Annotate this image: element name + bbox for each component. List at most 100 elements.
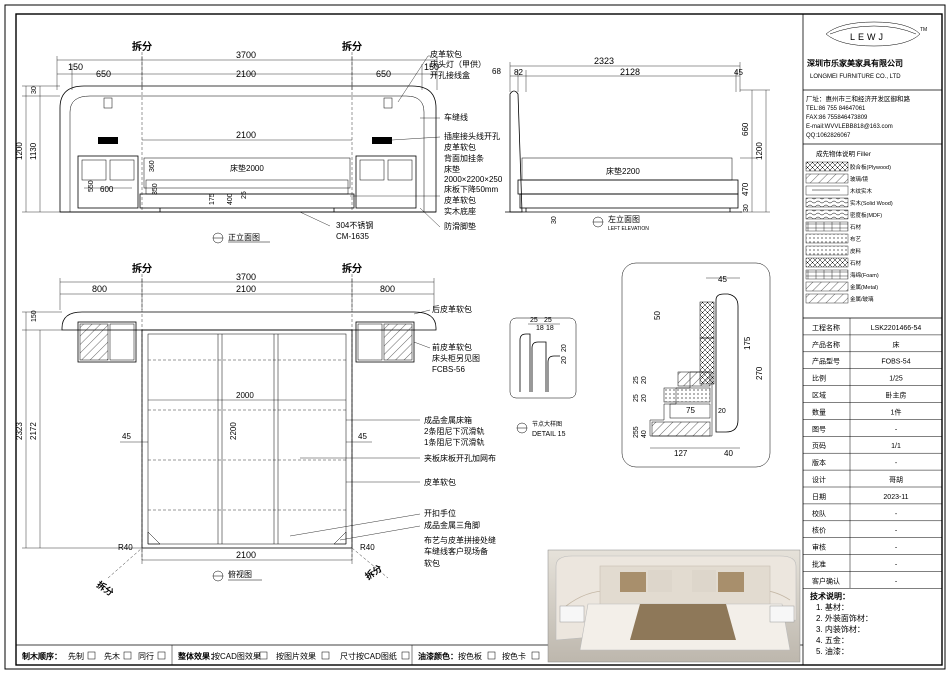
info-value: 哥胡 <box>889 475 903 484</box>
dim-text: 175 <box>209 193 216 205</box>
callout-text: 前皮革软包 <box>432 342 472 352</box>
info-key: 页码 <box>812 442 826 450</box>
dim-text: 1200 <box>15 142 24 160</box>
dim-text: 2323 <box>594 56 614 66</box>
dim-text: 650 <box>96 69 111 79</box>
front-callouts: 皮革软包 床头灯（甲供） 开孔接线盒 车缝线 插座接头线开孔 皮革软包 背面加挂… <box>299 49 503 241</box>
split-label: 拆分 <box>363 562 385 582</box>
company-logo-icon <box>825 21 921 47</box>
option-checkbox[interactable] <box>259 651 268 660</box>
dim-text: 30 <box>31 86 38 94</box>
info-key: 数量 <box>812 407 826 416</box>
info-key: 校队 <box>812 509 826 518</box>
info-value: 2023-11 <box>883 494 908 501</box>
dim-text: R40 <box>118 543 133 552</box>
split-label: 拆分 <box>132 40 152 53</box>
product-render <box>547 549 801 663</box>
note-line: 1. 基材： <box>816 602 849 612</box>
callout-text: 成品金属三角脚 <box>424 520 480 530</box>
info-value: - <box>895 562 898 569</box>
company-name-en: LONGMEI FURNITURE CO., LTD <box>810 74 901 80</box>
material-name: 皮料 <box>850 247 862 255</box>
option-checkbox[interactable] <box>401 651 410 660</box>
dim-text: 150 <box>424 62 439 72</box>
dim-text: 40 <box>641 430 648 438</box>
plan-callouts: 后皮革软包 前皮革软包 床头柜另见图 FCBS-56 成品金属床箱 2条阻尼下沉… <box>289 304 496 568</box>
dim-text: 350 <box>152 183 159 195</box>
info-key: 客户确认 <box>812 576 840 585</box>
option-checkbox[interactable] <box>321 651 330 660</box>
dim-text: 75 <box>686 406 695 415</box>
callout-text: 夹板床板开孔加网布 <box>424 453 496 463</box>
contact-line: QQ:1062826067 <box>806 133 851 139</box>
callout-text: 皮革软包 <box>430 49 462 59</box>
info-value: 1/25 <box>889 376 903 383</box>
contact-line: E-mail:WVVLEBB818@163.com <box>806 124 893 130</box>
dim-text: 25 <box>544 317 552 324</box>
split-label: 拆分 <box>342 40 362 53</box>
dim-text: 25 <box>633 394 640 402</box>
dim-text: 150 <box>31 310 38 322</box>
option-checkbox[interactable] <box>531 651 540 660</box>
note-line: 2. 外装面饰材： <box>816 613 873 623</box>
split-label: 拆分 <box>94 579 116 599</box>
info-key: 比例 <box>812 374 826 383</box>
option-checkbox[interactable] <box>157 651 166 660</box>
callout-text: 防滑脚垫 <box>444 221 476 231</box>
info-value: - <box>895 426 898 433</box>
detail-title: 节点大样图 <box>532 420 562 428</box>
material-name: 玻璃/镜 <box>850 175 869 183</box>
option-text: 先木 <box>104 651 120 661</box>
title-block: LEWJ TM 深圳市乐家美家具有限公司 LONGMEI FURNITURE C… <box>803 21 942 656</box>
contact-line: TEL:86 755 84647061 <box>806 106 866 112</box>
option-text: 先制 <box>68 651 84 661</box>
dim-text: 660 <box>741 122 750 136</box>
dim-text: 800 <box>380 284 395 294</box>
dim-text: 2172 <box>29 422 38 440</box>
info-key: 图号 <box>812 425 826 433</box>
callout-text: 床垫 <box>444 164 460 174</box>
material-name: 石材 <box>850 223 862 231</box>
split-label: 拆分 <box>342 262 362 275</box>
option-text: 尺寸按CAD图纸 <box>340 651 397 661</box>
info-key: 审核 <box>812 543 826 552</box>
info-key: 产品名称 <box>812 340 840 349</box>
info-key: 版本 <box>812 458 826 467</box>
info-value: - <box>895 578 898 585</box>
plan-view: 拆分 拆分 800 3700 2100 800 2000 <box>15 262 496 599</box>
callout-text: 床板下降50mm <box>444 184 499 194</box>
info-value: 1件 <box>891 407 902 416</box>
option-checkbox[interactable] <box>123 651 132 660</box>
dim-text: 25 <box>633 376 640 384</box>
callout-text: 开扣手位 <box>424 508 456 518</box>
view-title: 俯视图 <box>228 569 252 579</box>
option-checkbox[interactable] <box>87 651 96 660</box>
option-label: 制木顺序： <box>22 651 62 661</box>
dim-text: 150 <box>68 62 83 72</box>
dim-text: 600 <box>100 185 114 194</box>
callout-text: 成品金属床箱 <box>424 415 472 425</box>
option-text: 按图片效果 <box>276 651 316 661</box>
dim-text: 20 <box>718 408 726 415</box>
dim-text: 82 <box>514 68 523 77</box>
info-value: 1/1 <box>891 443 901 450</box>
option-checkbox[interactable] <box>487 651 496 660</box>
material-title: 成先物体说明 Filler <box>816 149 872 158</box>
material-name: 密度板(MDF) <box>850 211 882 219</box>
callout-text: 开孔接线盒 <box>430 70 470 80</box>
logo-text: LEWJ <box>850 32 886 42</box>
dim-text: 800 <box>92 284 107 294</box>
option-text: 按CAD图效果 <box>212 651 261 661</box>
mattress-label: 床垫2000 <box>230 163 264 173</box>
material-name: 金属(Metal) <box>850 283 878 291</box>
callout-text: 皮革软包 <box>444 142 476 152</box>
option-text: 按色卡 <box>502 651 526 661</box>
material-legend: 胶合板(Plywood) 玻璃/镜 木纹实木 实木(Solid Wood) 密度… <box>805 161 893 304</box>
callout-text: 布艺与皮革拼接处缝 <box>424 535 496 545</box>
front-elevation: 拆分 拆分 150 650 3700 2100 650 150 2100 <box>15 40 503 244</box>
callout-text: 皮革软包 <box>424 477 456 487</box>
dim-text: 175 <box>743 336 752 350</box>
dim-text: 650 <box>376 69 391 79</box>
callout-text: FCBS-56 <box>432 365 465 374</box>
info-key: 核价 <box>812 526 826 535</box>
